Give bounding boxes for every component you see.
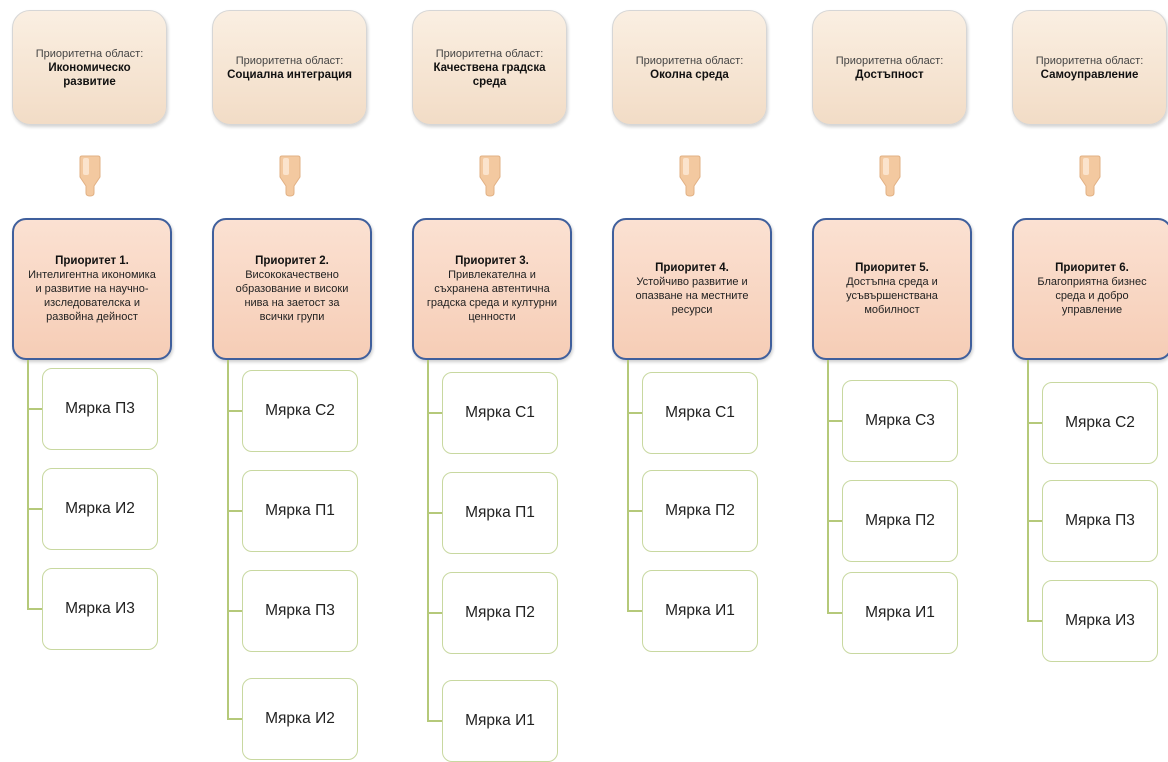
tree-branch-line xyxy=(427,612,443,614)
measure-box: Мярка И1 xyxy=(642,570,758,652)
priority-description: Благоприятна бизнес среда и добро управл… xyxy=(1037,276,1147,316)
priority-area-label: Приоритетна област: xyxy=(235,54,344,67)
priority-title: Приоритет 4. xyxy=(655,262,729,274)
tree-branch-line xyxy=(1027,422,1043,424)
priority-box: Приоритет 6. Благоприятна бизнес среда и … xyxy=(1012,218,1168,360)
tree-connector-line xyxy=(227,360,229,720)
priority-area-name: Достъпност xyxy=(855,68,924,81)
measure-box: Мярка И2 xyxy=(242,678,358,760)
priority-box: Приоритет 3. Привлекателна и съхранена ав… xyxy=(412,218,572,360)
measure-box: Мярка П3 xyxy=(242,570,358,652)
measure-box: Мярка П1 xyxy=(242,470,358,552)
priority-area-box: Приоритетна област:Качествена градска ср… xyxy=(412,10,567,125)
priority-area-box: Приоритетна област:Околна среда xyxy=(612,10,767,125)
tree-branch-line xyxy=(27,508,43,510)
priority-title: Приоритет 6. xyxy=(1055,262,1129,274)
priority-title: Приоритет 1. xyxy=(55,255,129,267)
tree-connector-line xyxy=(27,360,29,610)
priority-area-name: Самоуправление xyxy=(1040,68,1139,81)
tree-branch-line xyxy=(27,608,43,610)
tree-branch-line xyxy=(227,510,243,512)
tree-branch-line xyxy=(427,412,443,414)
priority-description: Интелигентна икономика и развитие на нау… xyxy=(28,269,156,323)
tree-branch-line xyxy=(27,408,43,410)
tree-branch-line xyxy=(827,420,843,422)
priority-area-box: Приоритетна област:Икономическо развитие xyxy=(12,10,167,125)
priority-area-label: Приоритетна област: xyxy=(35,47,144,60)
priority-title: Приоритет 3. xyxy=(455,255,529,267)
connector-icon xyxy=(879,155,901,197)
priority-area-label: Приоритетна област: xyxy=(835,54,944,67)
tree-connector-line xyxy=(427,360,429,722)
measure-box: Мярка И1 xyxy=(442,680,558,762)
priority-area-name: Социална интеграция xyxy=(227,68,352,81)
tree-branch-line xyxy=(427,720,443,722)
connector-icon xyxy=(279,155,301,197)
priority-description: Привлекателна и съхранена автентична гра… xyxy=(426,269,558,323)
tree-branch-line xyxy=(227,718,243,720)
measure-box: Мярка П2 xyxy=(442,572,558,654)
priority-description: Устойчиво развитие и опазване на местнит… xyxy=(635,276,749,316)
tree-branch-line xyxy=(627,610,643,612)
measure-box: Мярка И3 xyxy=(42,568,158,650)
connector-icon xyxy=(679,155,701,197)
priority-box: Приоритет 4. Устойчиво развитие и опазван… xyxy=(612,218,772,360)
priority-area-box: Приоритетна област:Самоуправление xyxy=(1012,10,1167,125)
measure-box: Мярка С2 xyxy=(242,370,358,452)
tree-branch-line xyxy=(627,510,643,512)
tree-connector-line xyxy=(1027,360,1029,622)
priority-area-name: Икономическо развитие xyxy=(48,61,131,88)
tree-branch-line xyxy=(827,520,843,522)
priority-area-box: Приоритетна област:Достъпност xyxy=(812,10,967,125)
priority-area-name: Околна среда xyxy=(650,68,729,81)
priority-description: Достъпна среда и усъвършенствана мобилно… xyxy=(846,276,938,316)
priority-area-box: Приоритетна област:Социална интеграция xyxy=(212,10,367,125)
measure-box: Мярка П3 xyxy=(42,368,158,450)
measure-box: Мярка С2 xyxy=(1042,382,1158,464)
measure-box: Мярка П3 xyxy=(1042,480,1158,562)
measure-box: Мярка И3 xyxy=(1042,580,1158,662)
tree-branch-line xyxy=(227,410,243,412)
tree-connector-line xyxy=(627,360,629,612)
connector-icon xyxy=(479,155,501,197)
measure-box: Мярка И1 xyxy=(842,572,958,654)
priority-area-label: Приоритетна област: xyxy=(1035,54,1144,67)
tree-branch-line xyxy=(427,512,443,514)
tree-branch-line xyxy=(827,612,843,614)
priority-column: Приоритетна област:Икономическо развитие… xyxy=(12,0,172,756)
measure-box: Мярка П2 xyxy=(842,480,958,562)
tree-branch-line xyxy=(227,610,243,612)
measure-box: Мярка И2 xyxy=(42,468,158,550)
priority-box: Приоритет 1. Интелигентна икономика и раз… xyxy=(12,218,172,360)
priority-description: Висококачествено образование и високи ни… xyxy=(235,269,349,323)
tree-branch-line xyxy=(1027,620,1043,622)
priority-title: Приоритет 5. xyxy=(855,262,929,274)
measure-box: Мярка С1 xyxy=(442,372,558,454)
tree-connector-line xyxy=(827,360,829,614)
measure-box: Мярка П2 xyxy=(642,470,758,552)
tree-branch-line xyxy=(627,412,643,414)
connector-icon xyxy=(79,155,101,197)
priority-column: Приоритетна област:Качествена градска ср… xyxy=(412,0,572,762)
priority-box: Приоритет 5. Достъпна среда и усъвършенст… xyxy=(812,218,972,360)
tree-branch-line xyxy=(1027,520,1043,522)
priority-box: Приоритет 2. Висококачествено образование… xyxy=(212,218,372,360)
priority-area-label: Приоритетна област: xyxy=(635,54,744,67)
measure-box: Мярка П1 xyxy=(442,472,558,554)
priority-title: Приоритет 2. xyxy=(255,255,329,267)
priority-area-label: Приоритетна област: xyxy=(435,47,544,60)
priority-area-name: Качествена градска среда xyxy=(433,61,546,88)
measure-box: Мярка С1 xyxy=(642,372,758,454)
measure-box: Мярка С3 xyxy=(842,380,958,462)
connector-icon xyxy=(1079,155,1101,197)
